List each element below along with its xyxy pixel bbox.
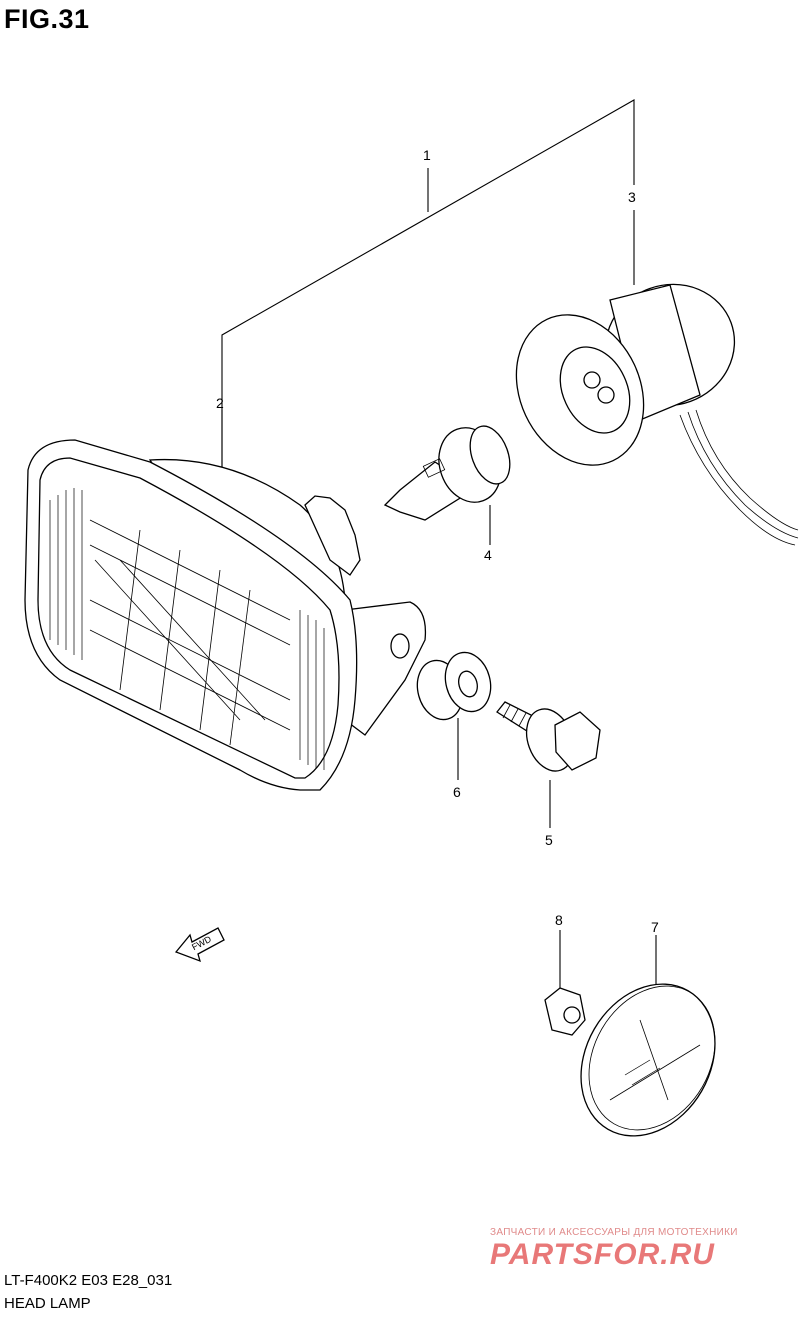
bolt-part [496, 701, 601, 772]
nut-part [544, 987, 586, 1036]
watermark-logo: PARTSFOR.RU [490, 1238, 715, 1271]
callout-8: 8 [555, 912, 563, 928]
callout-6: 6 [453, 784, 461, 800]
watermark-tagline: ЗАПЧАСТИ И АКСЕССУАРЫ ДЛЯ МОТОТЕХНИКИ [490, 1227, 738, 1238]
fwd-arrow-icon: FWD [174, 927, 225, 963]
figure-title: FIG.31 [4, 4, 90, 34]
callout-4: 4 [484, 547, 492, 563]
model-code: LT-F400K2 E03 E28_031 [4, 1272, 173, 1289]
callout-7: 7 [651, 919, 659, 935]
socket-part [515, 283, 799, 546]
callout-1: 1 [423, 147, 431, 163]
bulb-part [383, 425, 511, 521]
page-caption: HEAD LAMP [4, 1295, 91, 1312]
cover-part [580, 983, 716, 1137]
lens-pattern [49, 488, 325, 770]
callout-3: 3 [628, 189, 636, 205]
grommet-part [416, 651, 492, 721]
callout-5: 5 [545, 832, 553, 848]
callout-2: 2 [216, 395, 224, 411]
headlamp-housing-part [24, 439, 427, 791]
leader-lines [221, 99, 657, 990]
